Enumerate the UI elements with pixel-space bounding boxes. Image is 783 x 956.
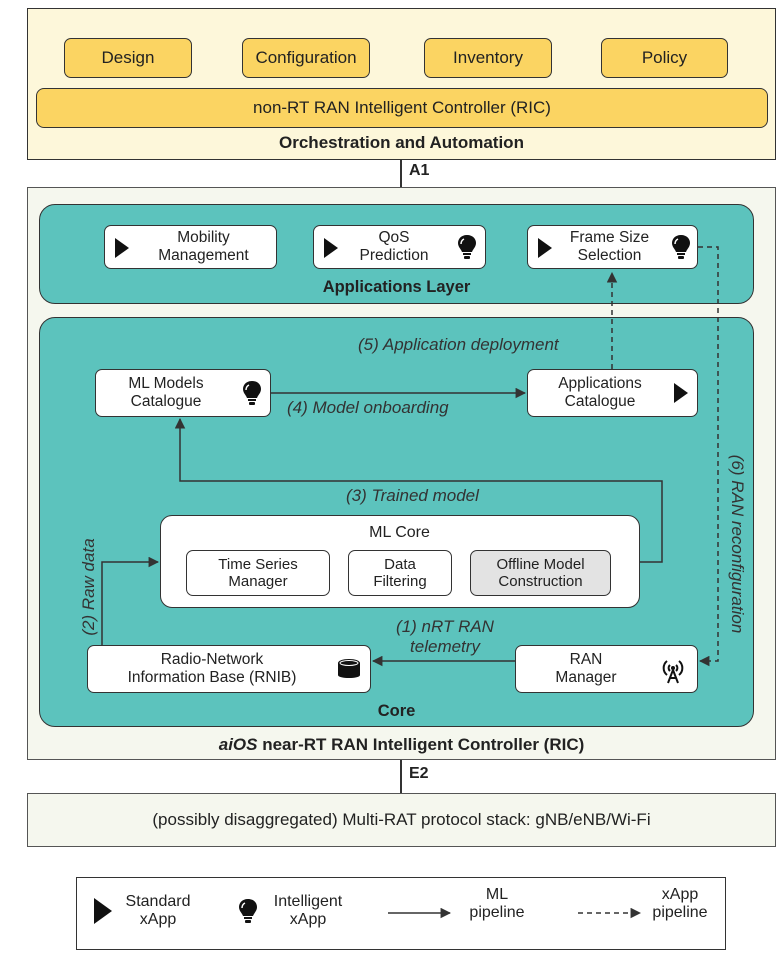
rnib-label-line2: Information Base (RNIB) [127,669,297,686]
legend-label-line1: Intelligent [273,893,343,910]
telemetry-label-line1: (1) nRT RAN [396,616,494,636]
xapp-label-line2: Selection [577,247,642,264]
ran-manager-label-line2: Manager [555,669,617,686]
xapp-label-line2: Prediction [359,247,429,264]
legend-standard-label: Standard xApp [118,893,198,928]
offline-model-construction[interactable]: Offline Model Construction [470,550,611,596]
near-rt-title-italic: aiOS [218,735,258,754]
xapp-label-line1: QoS [378,229,410,247]
standard-xapp-icon [115,238,129,258]
non-rt-ric-bar: non-RT RAN Intelligent Controller (RIC) [36,88,768,128]
model-onboarding-label: (4) Model onboarding [287,398,449,417]
catalogue-label-line1: ML Models [128,375,204,393]
module-label-line1: Time Series [218,555,298,573]
legend-label-line1: ML [485,886,509,903]
legend-label-line2: xApp [289,910,327,928]
trained-model-label: (3) Trained model [346,486,479,505]
ml-models-catalogue[interactable]: ML Models Catalogue [95,369,271,417]
a1-label: A1 [409,162,430,179]
rnib[interactable]: Radio-Network Information Base (RNIB) [87,645,371,693]
lightbulb-icon [458,235,476,259]
policy-button[interactable]: Policy [601,38,728,78]
xapp-label-line2: Management [158,247,249,264]
catalogue-label-line1: Applications [558,375,642,393]
legend-label-line1: Standard [125,893,191,910]
lightbulb-icon [672,235,690,259]
data-filtering[interactable]: Data Filtering [348,550,452,596]
standard-xapp-icon [324,238,338,258]
intelligent-xapp-legend-icon [239,899,257,923]
legend-label-line2: pipeline [652,903,708,921]
telemetry-label: (1) nRT RAN telemetry [380,615,510,659]
ran-manager[interactable]: RAN Manager [515,645,698,693]
rnib-label-line1: Radio-Network [160,651,264,669]
a1-connector [400,160,402,187]
ml-core-title: ML Core [369,523,430,541]
applications-catalogue[interactable]: Applications Catalogue [527,369,698,417]
protocol-stack-box: (possibly disaggregated) Multi-RAT proto… [27,793,776,847]
legend-label-line2: pipeline [469,903,525,921]
time-series-manager[interactable]: Time Series Manager [186,550,330,596]
app-deployment-label: (5) Application deployment [358,335,559,354]
xapp-qos-prediction[interactable]: QoS Prediction [313,225,486,269]
legend-label-line2: xApp [139,910,177,928]
module-label-line2: Manager [228,573,288,590]
standard-xapp-legend-icon [94,898,112,924]
module-label-line2: Filtering [373,573,427,590]
xapp-mobility-management[interactable]: Mobility Management [104,225,277,269]
orchestration-panel [27,8,776,160]
design-button[interactable]: Design [64,38,192,78]
database-icon [338,659,360,678]
standard-xapp-icon [538,238,552,258]
e2-label: E2 [409,765,429,782]
xapp-label-line1: Frame Size [569,229,650,247]
legend-label-line1: xApp [661,886,699,903]
antenna-icon [662,660,684,684]
near-rt-title-rest: near-RT RAN Intelligent Controller (RIC) [257,735,585,754]
configuration-button[interactable]: Configuration [242,38,370,78]
module-label-line2: Construction [498,573,583,590]
xapp-label-line1: Mobility [177,229,230,247]
legend-ml-label: ML pipeline [452,886,542,921]
catalogue-label-line2: Catalogue [564,393,636,410]
standard-xapp-icon [674,383,688,403]
inventory-button[interactable]: Inventory [424,38,552,78]
module-label-line1: Data [384,555,416,573]
xapp-frame-size-selection[interactable]: Frame Size Selection [527,225,698,269]
telemetry-label-line2: telemetry [410,637,480,656]
lightbulb-icon [243,381,261,405]
catalogue-label-line2: Catalogue [130,393,202,410]
ran-manager-label-line1: RAN [569,651,603,669]
legend-intelligent-label: Intelligent xApp [262,893,354,928]
legend-xapp-label: xApp pipeline [638,886,722,921]
module-label-line1: Offline Model [496,555,585,573]
e2-connector [400,760,402,793]
applications-layer-title: Applications Layer [322,277,471,296]
orchestration-title: Orchestration and Automation [279,133,524,152]
near-rt-ric-title: aiOS near-RT RAN Intelligent Controller … [27,733,776,757]
core-title: Core [377,701,416,720]
